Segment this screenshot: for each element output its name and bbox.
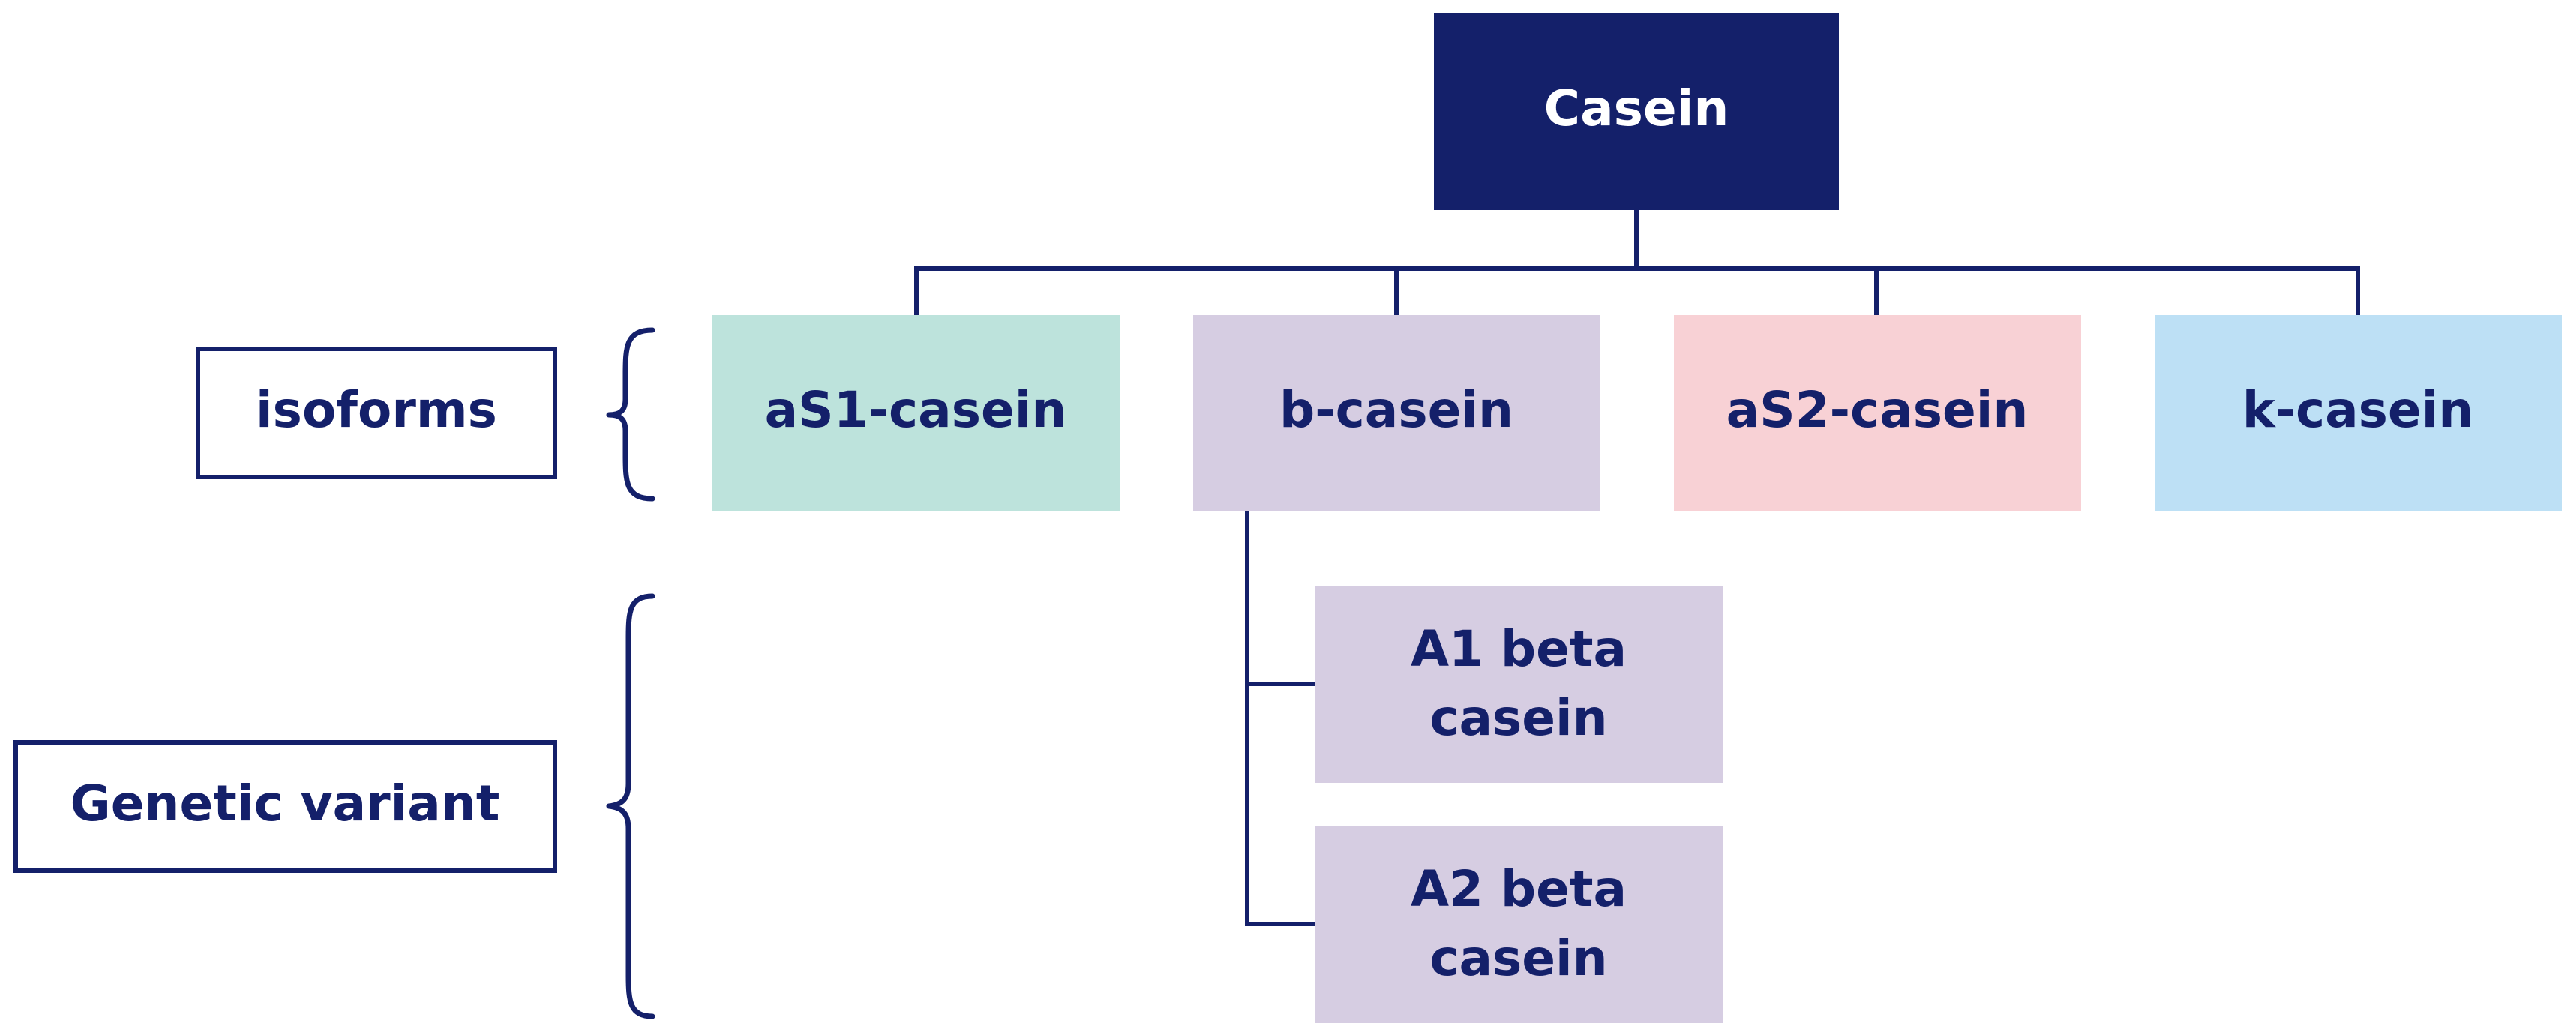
isoform-label-as1: aS1-casein: [765, 381, 1067, 439]
variant-label-a2-line2: casein: [1429, 929, 1607, 987]
variant-label-a1-line2: casein: [1429, 689, 1607, 747]
variant-box-a2: [1315, 826, 1723, 1023]
isoform-node-b: b-casein: [1193, 315, 1600, 512]
variant-node-a1: A1 beta casein: [1315, 586, 1723, 783]
variant-box-a1: [1315, 586, 1723, 783]
side-label-isoforms-text: isoforms: [256, 381, 497, 439]
root-box: [1434, 14, 1839, 210]
isoform-box-as2: [1674, 315, 2081, 512]
variant-label-a2-line1: A2 beta: [1411, 860, 1627, 918]
isoform-node-k: k-casein: [2155, 315, 2562, 512]
genetic-variant-brace: [606, 593, 655, 1019]
root-node: Casein: [1434, 14, 1839, 210]
side-label-isoforms: isoforms: [196, 346, 557, 479]
side-label-isoforms-box: [196, 346, 557, 479]
isoform-box-as1: [712, 315, 1120, 512]
isoform-node-as2: aS2-casein: [1674, 315, 2081, 512]
side-label-genetic-variant: Genetic variant: [13, 740, 557, 873]
variant-node-a2: A2 beta casein: [1315, 826, 1723, 1023]
isoform-label-as2: aS2-casein: [1726, 381, 2029, 439]
variant-label-a1-line1: A1 beta: [1411, 620, 1627, 678]
isoform-box-b: [1193, 315, 1600, 512]
isoforms-brace: [606, 327, 655, 502]
root-label: Casein: [1544, 80, 1729, 137]
isoform-label-b: b-casein: [1279, 381, 1513, 439]
connectors: [914, 208, 2360, 926]
isoform-label-k: k-casein: [2242, 381, 2474, 439]
side-label-genetic-variant-text: Genetic variant: [70, 775, 500, 832]
isoform-node-as1: aS1-casein: [712, 315, 1120, 512]
isoform-box-k: [2155, 315, 2562, 512]
side-label-genetic-variant-box: [13, 740, 557, 873]
